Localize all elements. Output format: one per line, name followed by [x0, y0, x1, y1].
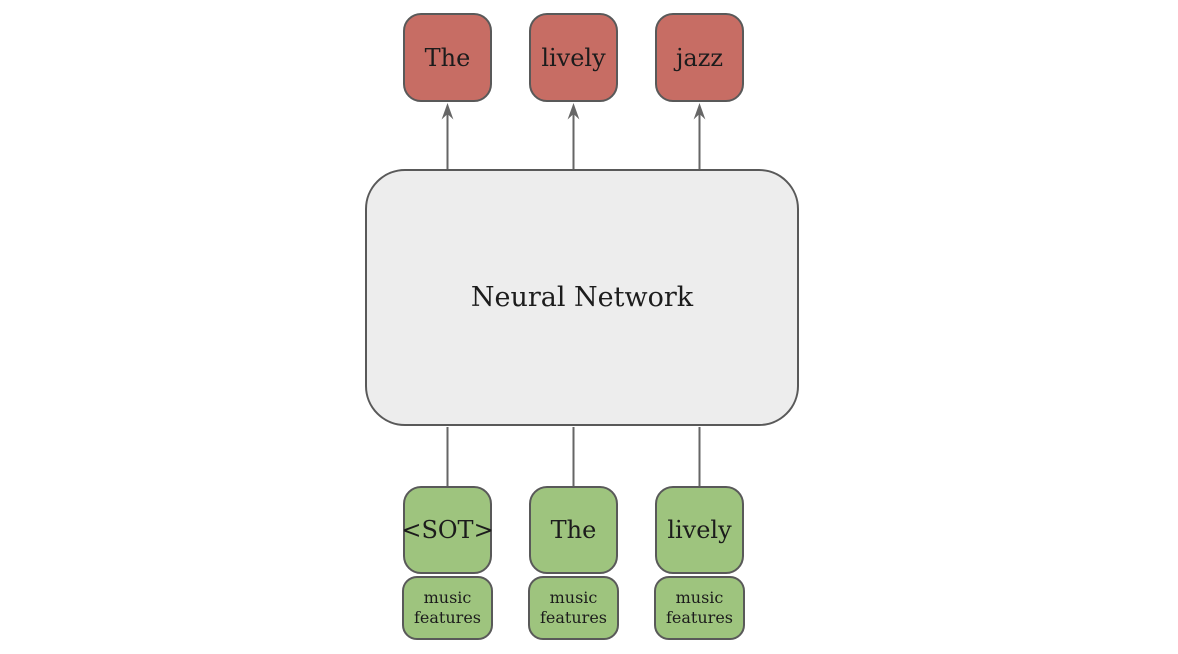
music-features-label: music features [414, 588, 481, 627]
neural-network-box: Neural Network [365, 169, 799, 426]
output-arrow-3 [693, 103, 706, 169]
input-token-label: lively [667, 516, 732, 544]
music-features-label: music features [666, 588, 733, 627]
input-token-label: The [550, 516, 597, 544]
neural-network-label: Neural Network [470, 282, 694, 313]
output-arrow-1 [441, 103, 454, 169]
output-token-box-jazz: jazz [655, 13, 744, 102]
output-token-box-lively: lively [529, 13, 618, 102]
output-token-label: lively [541, 43, 606, 72]
input-token-box-the: The [529, 486, 618, 574]
music-features-box-2: music features [528, 576, 619, 640]
music-features-label: music features [540, 588, 607, 627]
input-token-label: <SOT> [401, 516, 494, 544]
input-token-box-sot: <SOT> [401, 486, 494, 574]
music-features-box-1: music features [402, 576, 493, 640]
input-token-box-lively: lively [655, 486, 744, 574]
output-arrow-2 [567, 103, 580, 169]
output-token-label: jazz [675, 43, 724, 72]
output-token-box-the: The [403, 13, 492, 102]
output-token-label: The [424, 43, 471, 72]
music-features-box-3: music features [654, 576, 745, 640]
